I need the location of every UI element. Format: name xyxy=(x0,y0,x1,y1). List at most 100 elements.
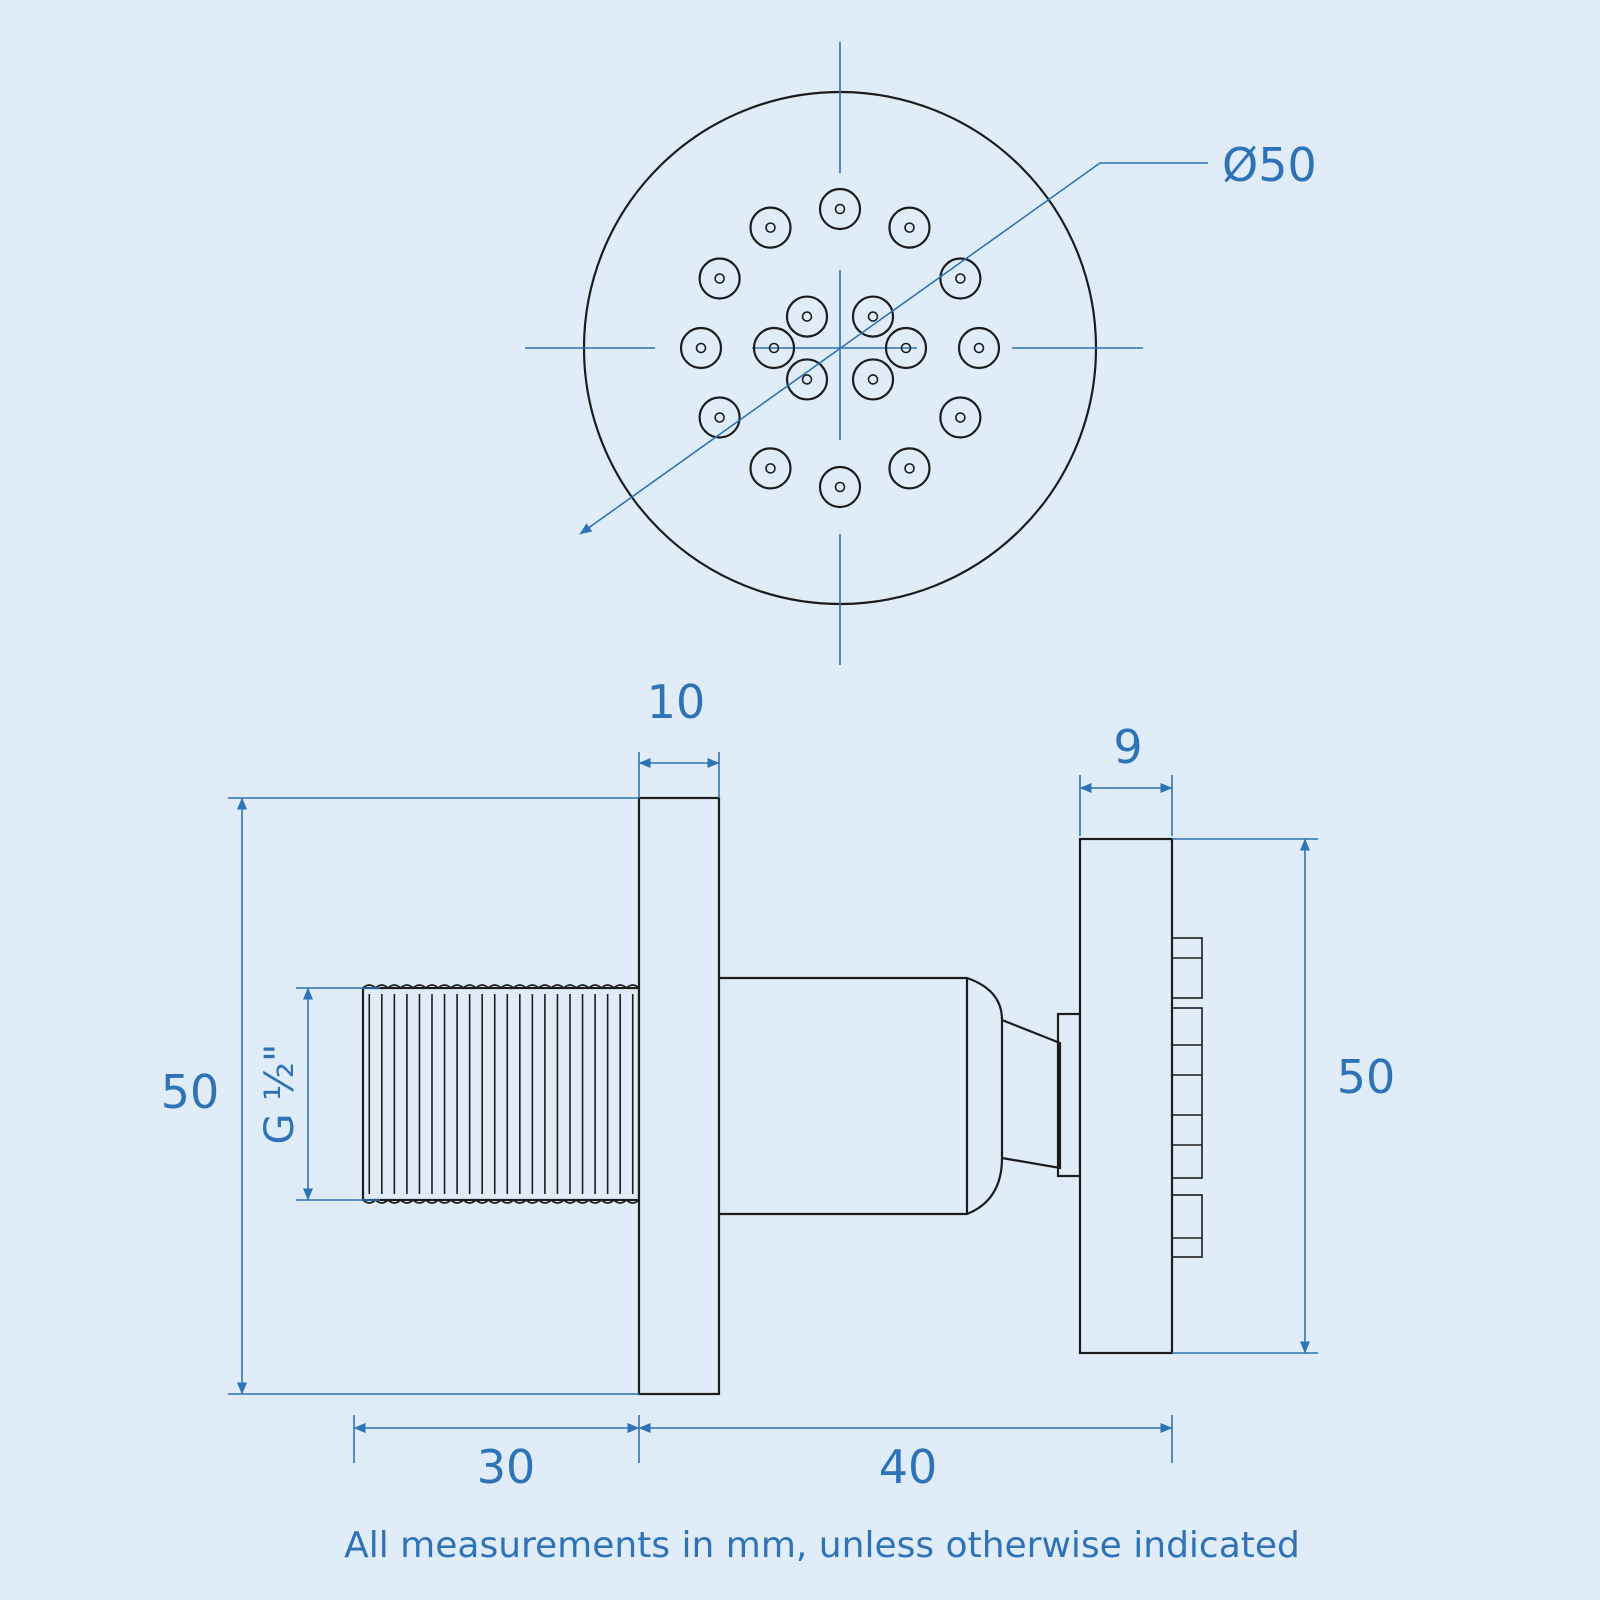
nozzle-outer-orifice xyxy=(834,481,846,493)
nozzle-group xyxy=(679,187,1001,509)
thread-crest xyxy=(613,984,628,989)
nozzle-inner-orifice xyxy=(900,342,912,354)
nozzle-inner xyxy=(884,326,928,370)
thread-crest xyxy=(512,984,527,989)
nozzle-outer xyxy=(888,206,931,249)
thread-crest xyxy=(412,1199,427,1204)
thread-crest xyxy=(588,984,602,989)
measurement-footnote: All measurements in mm, unless otherwise… xyxy=(344,1525,1300,1566)
nozzle-outer xyxy=(939,396,982,439)
nozzle-outer xyxy=(818,465,862,509)
dim-overall-height-left: 50 xyxy=(161,797,639,1395)
nozzle-outer xyxy=(679,326,723,370)
nozzle-outer-orifice xyxy=(695,342,707,354)
nozzle-outer-orifice xyxy=(714,273,725,284)
nozzle-outer-orifice xyxy=(714,412,725,423)
head-height-right-label: 50 xyxy=(1337,1050,1396,1104)
thread-crest xyxy=(412,984,427,989)
nozzle-outer-orifice xyxy=(955,273,966,284)
nozzle-inner-orifice xyxy=(867,374,879,385)
nozzle-outer-orifice xyxy=(765,463,776,474)
dim-thread-length: 30 xyxy=(353,1415,640,1494)
thread-crest xyxy=(613,1199,628,1204)
thread-crest xyxy=(462,984,477,989)
thread-crest xyxy=(487,1199,502,1204)
thread-crest xyxy=(374,984,389,989)
nozzle-outer xyxy=(749,447,792,490)
thread-crest xyxy=(600,1199,615,1204)
dim-head-height-right: 50 xyxy=(1172,838,1396,1354)
nozzle-outer xyxy=(888,447,931,490)
nozzle-outer xyxy=(749,206,792,249)
thread-crest xyxy=(600,984,615,989)
nozzle-outer xyxy=(957,326,1001,370)
thread-crest xyxy=(450,984,464,989)
thread-crest xyxy=(400,984,414,989)
centre-lines xyxy=(525,42,1143,665)
thread-crest xyxy=(550,1199,565,1204)
nozzle-inner xyxy=(785,295,829,338)
thread-crest xyxy=(588,1199,602,1204)
dim-thread-size: G ½" xyxy=(257,987,380,1201)
thread-crest xyxy=(450,1199,464,1204)
thread-crest xyxy=(487,984,502,989)
thread-crest xyxy=(437,1199,452,1204)
nozzle-outer-orifice xyxy=(973,342,985,354)
thread-lines xyxy=(362,984,640,1204)
dim-body-length: 40 xyxy=(638,1415,1173,1494)
dim-head-width: 9 xyxy=(1079,720,1173,836)
thread-crest xyxy=(525,984,540,989)
thread-crest xyxy=(575,1199,590,1204)
nozzle-outer xyxy=(818,187,862,231)
wall-flange xyxy=(637,796,721,1396)
side-view xyxy=(361,796,1203,1396)
nozzle-outer xyxy=(939,257,982,300)
nozzle-inner xyxy=(851,358,895,401)
thread-crest xyxy=(362,1199,377,1204)
overall-height-left-label: 50 xyxy=(161,1065,220,1119)
thread-crest xyxy=(500,984,515,989)
thread-length-label: 30 xyxy=(477,1440,536,1494)
thread-crest xyxy=(512,1199,527,1204)
nozzle-inner xyxy=(851,295,895,338)
nozzle-inner-orifice xyxy=(867,311,879,322)
thread-crest xyxy=(575,984,590,989)
nozzle-inner-orifice xyxy=(801,374,813,385)
thread-body xyxy=(361,986,641,1202)
thread-crest xyxy=(550,984,565,989)
thread-crest xyxy=(462,1199,477,1204)
thread-size-label: G ½" xyxy=(257,1044,303,1145)
nozzle-outer-orifice xyxy=(834,203,846,215)
thread-crest xyxy=(437,984,452,989)
thread-crest xyxy=(362,984,377,989)
jet-head xyxy=(1078,837,1174,1355)
nozzle-outer xyxy=(698,396,741,439)
nozzle-inner-orifice xyxy=(801,311,813,322)
thread-crest xyxy=(374,1199,389,1204)
head-width-label: 9 xyxy=(1113,720,1142,774)
thread-crest xyxy=(538,1199,552,1204)
thread-crest xyxy=(475,984,490,989)
nozzle-inner xyxy=(752,326,796,370)
thread-crest xyxy=(525,1199,540,1204)
thread-crest xyxy=(400,1199,414,1204)
thread-crest xyxy=(500,1199,515,1204)
nozzle-inner-orifice xyxy=(768,342,780,354)
diameter-dimension: Ø50 xyxy=(579,138,1317,535)
thread-crest xyxy=(538,984,552,989)
flange-width-label: 10 xyxy=(647,675,706,729)
front-view: Ø50 xyxy=(525,42,1317,665)
thread-crest xyxy=(563,984,577,989)
nozzle-outer-orifice xyxy=(955,412,966,423)
thread-crest xyxy=(475,1199,490,1204)
diameter-label: Ø50 xyxy=(1222,138,1317,192)
cylinder-body xyxy=(719,976,1004,1216)
neck-collar xyxy=(1056,1012,1082,1178)
nozzle-outer-orifice xyxy=(904,463,915,474)
tapered-neck xyxy=(1001,1018,1062,1170)
thread-crest xyxy=(387,1199,402,1204)
body-length-label: 40 xyxy=(879,1440,938,1494)
thread-crest xyxy=(425,1199,439,1204)
thread-crest xyxy=(387,984,402,989)
